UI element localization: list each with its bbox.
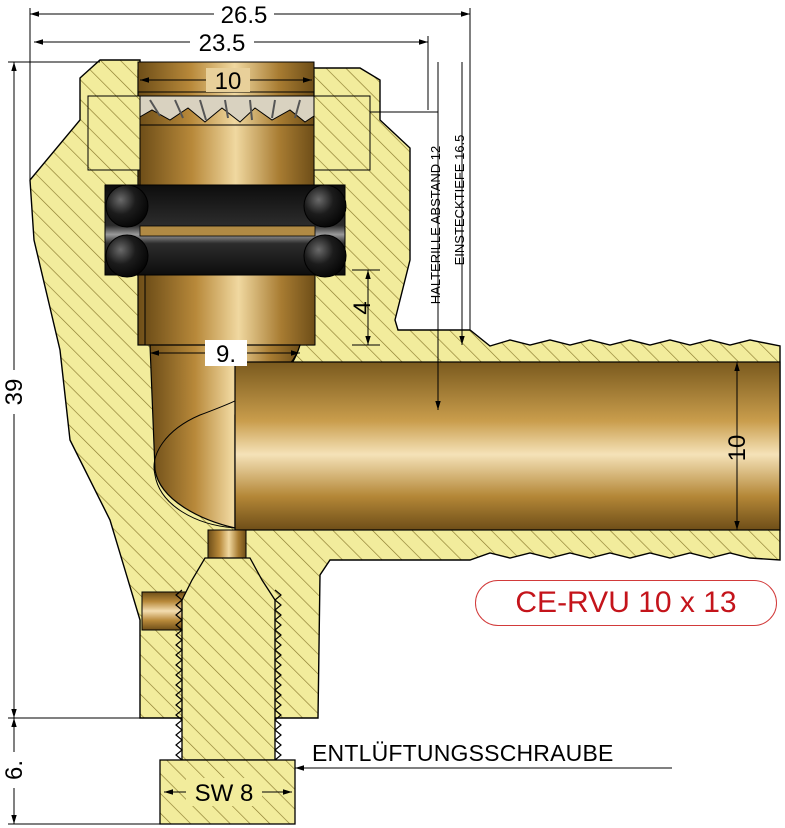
oring-gap xyxy=(139,225,316,237)
dim-body-width: 23.5 xyxy=(199,30,246,57)
collet-sleeve xyxy=(139,124,315,186)
vent-channel xyxy=(207,529,247,559)
model-label: CE-RVU 10 x 13 xyxy=(515,586,737,619)
dim-wrench-size: SW 8 xyxy=(195,780,254,807)
dim-collet-bore: 10 xyxy=(215,68,242,95)
cap-left xyxy=(87,95,141,171)
dim-offset: 4 xyxy=(349,301,376,314)
dim-overall-width: 26.5 xyxy=(221,2,268,29)
outlet-pipe-bore xyxy=(234,361,781,531)
dim-einstecktiefe: EINSTECKTIEFE 16.5 xyxy=(452,135,467,266)
oring-section-4 xyxy=(303,234,347,278)
dim-outlet-diameter: 10 xyxy=(724,435,751,462)
oring-section-3 xyxy=(303,184,347,228)
dim-screw-height: 6. xyxy=(1,760,28,780)
oring-section-1 xyxy=(105,184,149,228)
model-badge: CE-RVU 10 x 13 xyxy=(475,580,777,626)
lower-bore xyxy=(144,274,316,346)
screw-thread-left xyxy=(175,589,183,761)
vent-screw-body xyxy=(181,557,276,761)
cap-right xyxy=(313,95,371,171)
dim-height: 39 xyxy=(1,379,28,406)
dim-bore-diameter: 9. xyxy=(216,341,236,368)
vent-screw-label: ENTLÜFTUNGSSCHRAUBE xyxy=(312,740,614,766)
screw-thread-right xyxy=(274,589,282,766)
oring-section-2 xyxy=(105,234,149,278)
dim-halterille: HALTERILLE ABSTAND 12 xyxy=(428,146,443,304)
